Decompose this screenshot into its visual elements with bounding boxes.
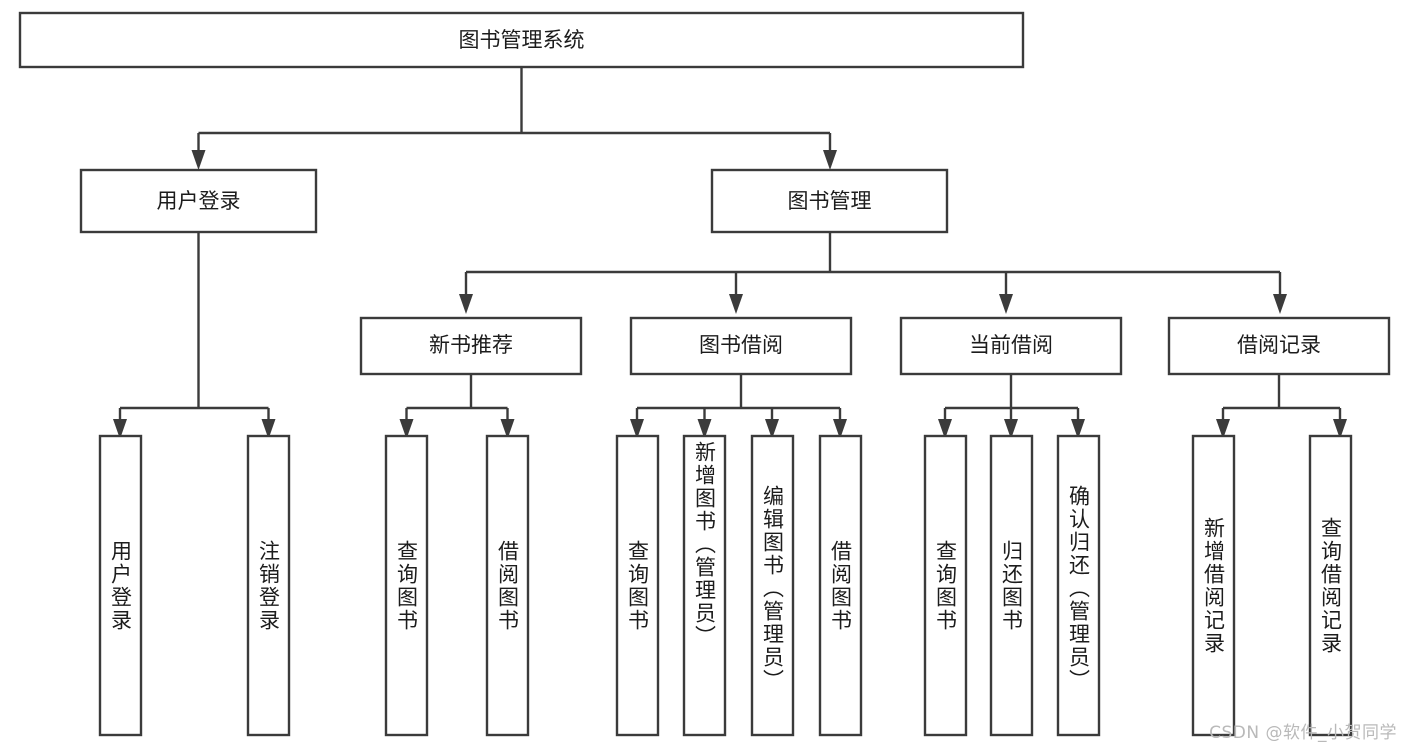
arrow-head-currentborrow-leaf-1 — [938, 419, 952, 439]
leaf-box-record-query-record[interactable] — [1308, 434, 1353, 737]
leaf-box-borrow-add-book[interactable] — [682, 434, 727, 737]
arrow-head-bookborrow-leaf-4 — [833, 419, 847, 439]
node-root-label: 图书管理系统 — [459, 28, 585, 52]
leaf-box-record-add-record[interactable] — [1191, 434, 1236, 737]
node-book-management[interactable]: 图书管理 — [710, 168, 949, 234]
leaf-box-borrow-query-book[interactable] — [615, 434, 660, 737]
arrow-head-borrowrecord-leaf-1 — [1216, 419, 1230, 439]
arrow-head-bookborrow-leaf-1 — [630, 419, 644, 439]
leaf-box-newbook-query-book[interactable] — [384, 434, 429, 737]
node-root-box[interactable] — [18, 11, 1025, 69]
leaf-box-logout[interactable] — [246, 434, 291, 737]
leaf-box-current-query-book[interactable] — [923, 434, 968, 737]
leaf-box-borrow-borrow-book[interactable] — [818, 434, 863, 737]
node-root[interactable]: 图书管理系统 — [18, 11, 1025, 69]
arrow-head-book-mgmt — [823, 150, 837, 170]
leaf-box-newbook-borrow-book[interactable] — [485, 434, 530, 737]
leaf-box-current-confirm-return[interactable] — [1056, 434, 1101, 737]
arrow-head-book-borrow — [729, 294, 743, 314]
arrow-head-newbook-leaf-2 — [500, 419, 515, 439]
arrow-head-user-login — [191, 150, 206, 170]
arrow-head-borrowrecord-leaf-2 — [1333, 419, 1347, 439]
arrow-head-leaf-user-login — [113, 419, 127, 439]
node-current-borrow-label: 当前借阅 — [969, 333, 1053, 357]
node-user-login-box[interactable] — [79, 168, 318, 234]
arrow-head-bookborrow-leaf-2 — [697, 419, 712, 439]
arrow-head-current-borrow — [999, 294, 1013, 314]
arrow-head-new-book — [459, 294, 473, 314]
arrow-head-borrow-record — [1273, 294, 1287, 314]
node-borrow-record-box[interactable] — [1167, 316, 1391, 376]
node-book-borrow-label: 图书借阅 — [699, 333, 783, 357]
node-new-book-recommend-label: 新书推荐 — [429, 333, 513, 357]
leaf-box-current-return-book[interactable] — [989, 434, 1034, 737]
arrow-head-currentborrow-leaf-2 — [1004, 419, 1018, 439]
leaf-box-user-login[interactable] — [98, 434, 143, 737]
node-book-management-box[interactable] — [710, 168, 949, 234]
leaf-box-borrow-edit-book[interactable] — [750, 434, 795, 737]
watermark-text: CSDN @软件_小贺同学 — [1209, 723, 1397, 743]
node-new-book-recommend-box[interactable] — [359, 316, 583, 376]
node-book-management-label: 图书管理 — [788, 189, 872, 213]
arrow-head-bookborrow-leaf-3 — [765, 419, 779, 439]
node-borrow-record-label: 借阅记录 — [1237, 333, 1321, 357]
node-user-login[interactable]: 用户登录 — [79, 168, 318, 234]
node-book-borrow[interactable]: 图书借阅 — [629, 316, 853, 376]
arrow-head-newbook-leaf-1 — [399, 419, 414, 439]
arrow-head-leaf-logout — [261, 419, 276, 439]
node-book-borrow-box[interactable] — [629, 316, 853, 376]
node-current-borrow-box[interactable] — [899, 316, 1123, 376]
node-user-login-label: 用户登录 — [157, 189, 241, 213]
node-current-borrow[interactable]: 当前借阅 — [899, 316, 1123, 376]
connector-group — [113, 67, 1347, 439]
node-new-book-recommend[interactable]: 新书推荐 — [359, 316, 583, 376]
arrow-head-currentborrow-leaf-3 — [1071, 419, 1085, 439]
node-borrow-record[interactable]: 借阅记录 — [1167, 316, 1391, 376]
